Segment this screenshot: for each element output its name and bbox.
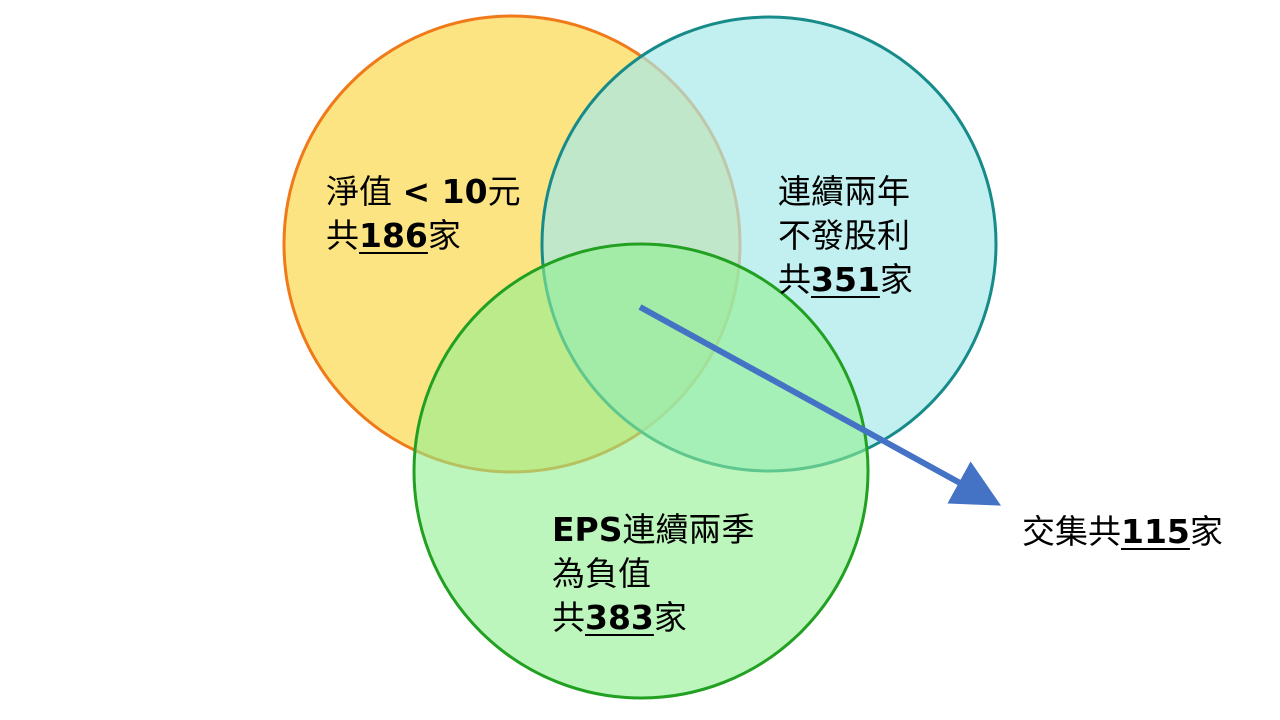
set-c-count: 383 — [585, 598, 654, 637]
intersection-label: 交集共115家 — [1022, 512, 1223, 551]
set-a-line2: 共186家 — [326, 216, 461, 255]
set-c-label: EPS連續兩季 為負值 共383家 — [552, 508, 755, 640]
set-b-count: 351 — [811, 260, 880, 299]
set-c-line2: 為負值 — [552, 554, 651, 593]
set-b-line2: 不發股利 — [778, 216, 910, 255]
set-a-label: 淨值 < 10元 共186家 — [326, 170, 521, 258]
set-c-circle — [412, 242, 870, 700]
set-c-line1: EPS連續兩季 — [552, 510, 755, 549]
intersection-arrow — [638, 304, 1002, 506]
set-b-label: 連續兩年 不發股利 共351家 — [778, 170, 913, 302]
intersection-count: 115 — [1121, 512, 1190, 551]
set-b-line3: 共351家 — [778, 260, 913, 299]
set-a-count: 186 — [359, 216, 428, 255]
set-a-line1: 淨值 < 10元 — [326, 172, 521, 211]
set-b-line1: 連續兩年 — [778, 172, 910, 211]
set-c-line3: 共383家 — [552, 598, 687, 637]
